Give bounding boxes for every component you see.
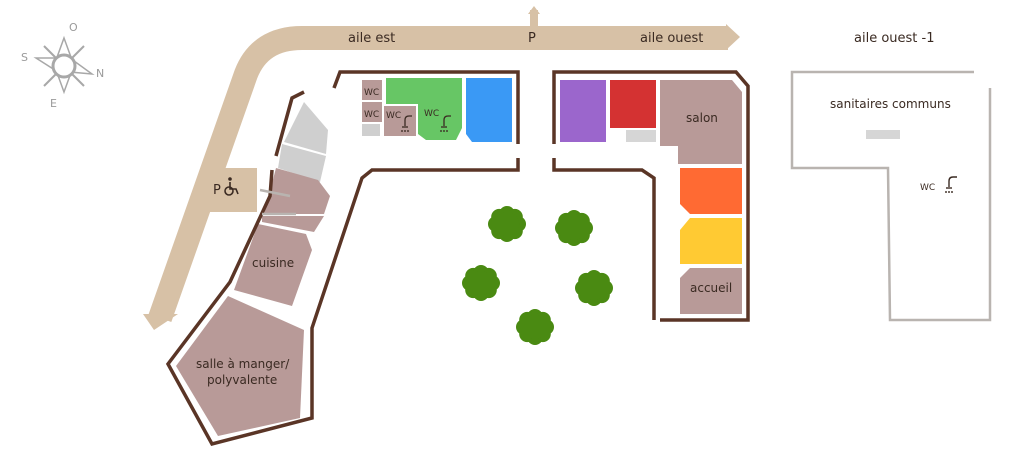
garden	[462, 206, 613, 345]
room-brown-1	[264, 168, 330, 214]
reception	[680, 268, 742, 314]
compass-rose-icon: O S N E	[21, 21, 104, 110]
tree-icon	[516, 309, 554, 345]
road-label-west-wing: aile ouest	[640, 31, 703, 46]
lounge-label: salon	[686, 111, 718, 125]
stairs	[626, 130, 656, 142]
tree-icon	[575, 270, 613, 306]
blue-room	[466, 78, 512, 142]
accessible-parking: P	[213, 177, 239, 198]
annex-building: sanitaires communs WC	[790, 70, 992, 322]
wc-label-2: WC	[364, 110, 379, 120]
room-grey-1	[284, 102, 328, 154]
storage-room	[362, 124, 380, 136]
compass-label-east: N	[96, 67, 104, 80]
accessible-parking-label: P	[213, 183, 221, 198]
road-label-parking: P	[528, 31, 536, 46]
shower-icon	[440, 115, 451, 132]
purple-room	[560, 80, 606, 142]
road-label-east-wing: aile est	[348, 31, 395, 46]
green-room	[386, 78, 462, 140]
tree-icon	[555, 210, 593, 246]
wc-label-1: WC	[364, 88, 379, 98]
tree-icon	[462, 265, 500, 301]
dining-label-line2: polyvalente	[207, 373, 277, 387]
room-grey-2	[278, 144, 326, 182]
west-wing: salon accueil	[552, 70, 750, 322]
wc-room-2	[362, 102, 382, 122]
lounge	[660, 80, 742, 164]
compass-label-north: O	[69, 21, 78, 34]
dining-room	[176, 296, 304, 436]
tree-icon	[488, 206, 526, 242]
compass-label-west: S	[21, 51, 28, 64]
wc-label-3: WC	[386, 111, 401, 121]
shower-icon	[945, 176, 957, 193]
access-road	[143, 6, 740, 330]
east-wing: cuisine salle à manger/ polyvalente WC W…	[165, 70, 520, 447]
compass-label-south: E	[50, 97, 57, 110]
dining-label-line1: salle à manger/	[196, 357, 290, 371]
orange-room	[680, 168, 742, 214]
annex-wc-label: WC	[920, 183, 935, 193]
kitchen	[234, 224, 312, 306]
annex-title: aile ouest -1	[854, 31, 934, 46]
wc-room-1	[362, 80, 382, 100]
room-brown-2	[262, 216, 324, 232]
annex-room-label: sanitaires communs	[830, 97, 951, 111]
wc-room-3	[384, 106, 416, 136]
red-room	[610, 80, 656, 128]
shower-icon	[401, 115, 412, 132]
kitchen-label: cuisine	[252, 256, 294, 270]
wheelchair-icon	[224, 177, 239, 196]
yellow-room	[680, 218, 742, 264]
wc-label-green: WC	[424, 109, 439, 119]
stairs	[866, 130, 900, 139]
reception-label: accueil	[690, 281, 732, 295]
